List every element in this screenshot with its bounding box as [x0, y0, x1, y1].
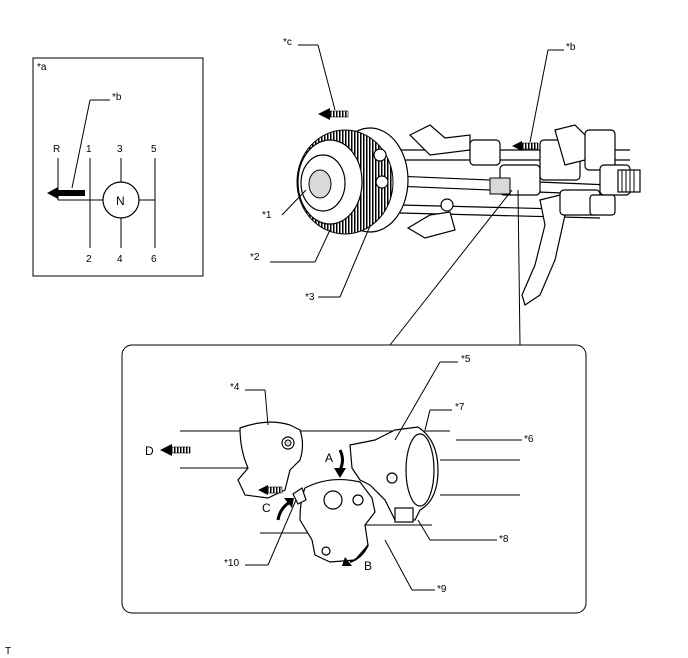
arrow-C: C [262, 501, 271, 515]
shift-arrow-icon [47, 187, 85, 199]
callout-3: *3 [305, 292, 315, 303]
box-arrow-label: *b [112, 92, 122, 103]
slide-arrow-d-icon [160, 444, 191, 456]
gear-3: 3 [117, 144, 123, 155]
gear-R: R [53, 144, 60, 155]
arrow-B: B [364, 559, 372, 573]
callout-8: *8 [499, 534, 509, 545]
rotation-arrow-c-icon [276, 498, 294, 521]
shift-pattern-panel: *a N R 1 3 5 2 4 6 *b [32, 57, 204, 277]
assembly-callouts: *1 *2 *3 *b *c [250, 37, 576, 303]
slide-arrow-small-icon [258, 485, 283, 495]
callout-c: *c [283, 37, 292, 48]
gear-4: 4 [117, 254, 123, 265]
callout-5: *5 [461, 354, 471, 365]
neutral-circle [102, 181, 140, 219]
gear-6: 6 [151, 254, 157, 265]
box-label: *a [37, 62, 47, 73]
callout-6: *6 [524, 434, 534, 445]
arrow-A: A [325, 451, 333, 465]
rotation-arrow-a-icon [334, 449, 346, 478]
neutral-label: N [116, 194, 125, 208]
arrow-D: D [145, 444, 154, 458]
callout-1: *1 [262, 210, 272, 221]
footer-code: T [5, 646, 11, 657]
callout-b: *b [566, 42, 576, 53]
callout-2: *2 [250, 252, 260, 263]
rotation-arrow-b-icon [342, 544, 369, 566]
direction-arrow-b-icon [512, 141, 539, 151]
detail-panel: A B C D *4 *5 *6 *7 [121, 344, 587, 614]
transmission-assembly [296, 124, 641, 306]
callout-4: *4 [230, 382, 240, 393]
direction-arrow-c-icon [318, 108, 349, 120]
callout-9: *9 [437, 584, 447, 595]
gear-2: 2 [86, 254, 92, 265]
callout-7: *7 [455, 402, 465, 413]
gear-1: 1 [86, 144, 92, 155]
callout-10: *10 [224, 558, 239, 569]
gear-5: 5 [151, 144, 157, 155]
